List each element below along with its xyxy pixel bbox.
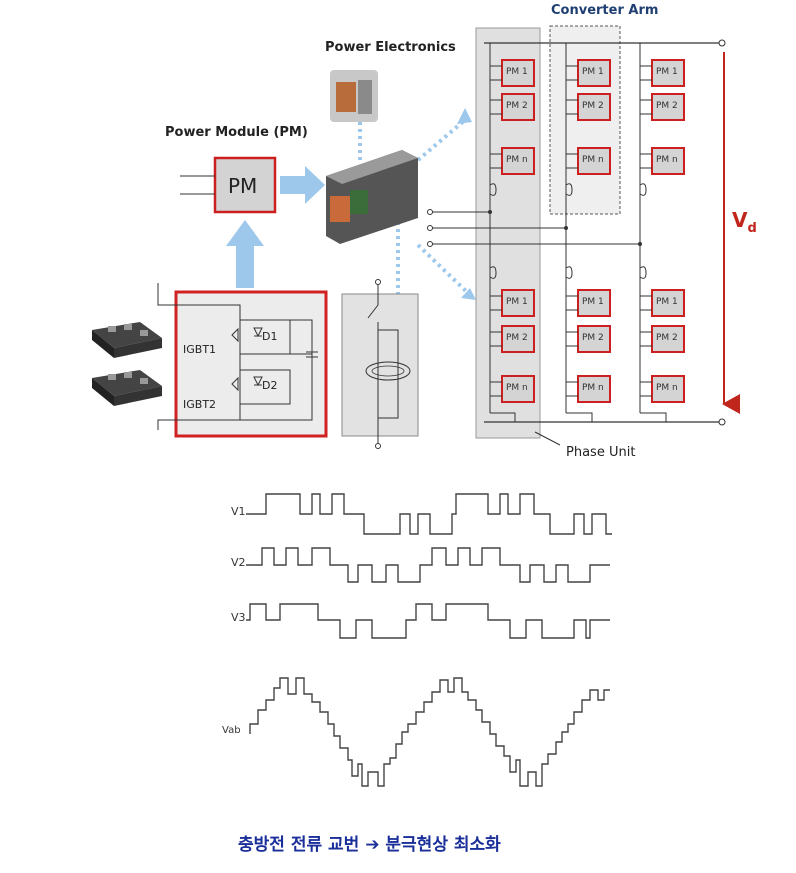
d1-label: D1 (262, 330, 278, 343)
power-module-cell (651, 93, 685, 121)
power-module-label: Power Module (PM) (165, 125, 308, 140)
power-module-cell (577, 93, 611, 121)
power-module-cell (501, 93, 535, 121)
waveforms (246, 493, 612, 787)
power-module-label: PM 1 (582, 297, 604, 307)
power-module-cell (577, 289, 611, 317)
power-module-label: PM 2 (582, 101, 604, 111)
power-module-cell (651, 147, 685, 175)
power-module-cell (577, 375, 611, 403)
power-module-cell (577, 59, 611, 87)
power-electronics-device-image (326, 150, 418, 244)
power-module-label: PM 1 (506, 67, 528, 77)
power-module-label: PM n (506, 155, 528, 165)
power-module-label: PM 1 (582, 67, 604, 77)
power-module-cell (577, 325, 611, 353)
power-module-label: PM 2 (506, 101, 528, 111)
igbt-module-photo-2 (92, 370, 162, 406)
cell-diagram-box (341, 293, 419, 437)
power-module-cell (577, 147, 611, 175)
power-module-cell (651, 59, 685, 87)
phase-unit-label: Phase Unit (566, 445, 636, 460)
power-module-label: PM n (656, 155, 678, 165)
power-module-cell (501, 147, 535, 175)
power-module-label: PM 1 (506, 297, 528, 307)
power-module-label: PM 2 (656, 101, 678, 111)
waveform-vab-label: Vab (222, 725, 241, 736)
waveform-v3-label: V3 (231, 611, 246, 624)
converter-arm-label: Converter Arm (551, 3, 659, 18)
vd-label: Vd (732, 208, 757, 236)
power-module-cell (501, 375, 535, 403)
waveform-v2-label: V2 (231, 556, 246, 569)
pm-box-label: PM (228, 174, 258, 198)
igbt1-label: IGBT1 (183, 343, 217, 356)
arrow-up (226, 220, 264, 288)
power-module-label: PM 1 (656, 297, 678, 307)
power-module-label: PM 2 (582, 333, 604, 343)
power-module-label: PM n (582, 383, 604, 393)
power-module-cell (501, 59, 535, 87)
ac-output-lines (430, 211, 640, 245)
power-module-cell (651, 289, 685, 317)
power-module-cell (501, 289, 535, 317)
pm-circuit-box (174, 290, 328, 438)
power-module-label: PM n (582, 155, 604, 165)
arrow-right (280, 166, 325, 204)
power-module-cell (651, 375, 685, 403)
caption: 충방전 전류 교번 ➔ 분극현상 최소화 (238, 835, 501, 855)
power-module-label: PM n (506, 383, 528, 393)
power-module-cell (501, 325, 535, 353)
igbt-module-photo-1 (92, 322, 162, 358)
d2-label: D2 (262, 379, 278, 392)
power-module-label: PM 2 (656, 333, 678, 343)
power-module-label: PM 1 (656, 67, 678, 77)
igbt2-label: IGBT2 (183, 398, 217, 411)
power-electronics-label: Power Electronics (325, 40, 456, 55)
power-electronics-photo (330, 70, 378, 122)
pm-box (213, 156, 277, 214)
pm-circuit-schematic (157, 283, 318, 430)
waveform-v1-label: V1 (231, 505, 246, 518)
power-module-label: PM n (656, 383, 678, 393)
power-module-label: PM 2 (506, 333, 528, 343)
power-module-cell (651, 325, 685, 353)
dotted-arrows (358, 118, 472, 372)
